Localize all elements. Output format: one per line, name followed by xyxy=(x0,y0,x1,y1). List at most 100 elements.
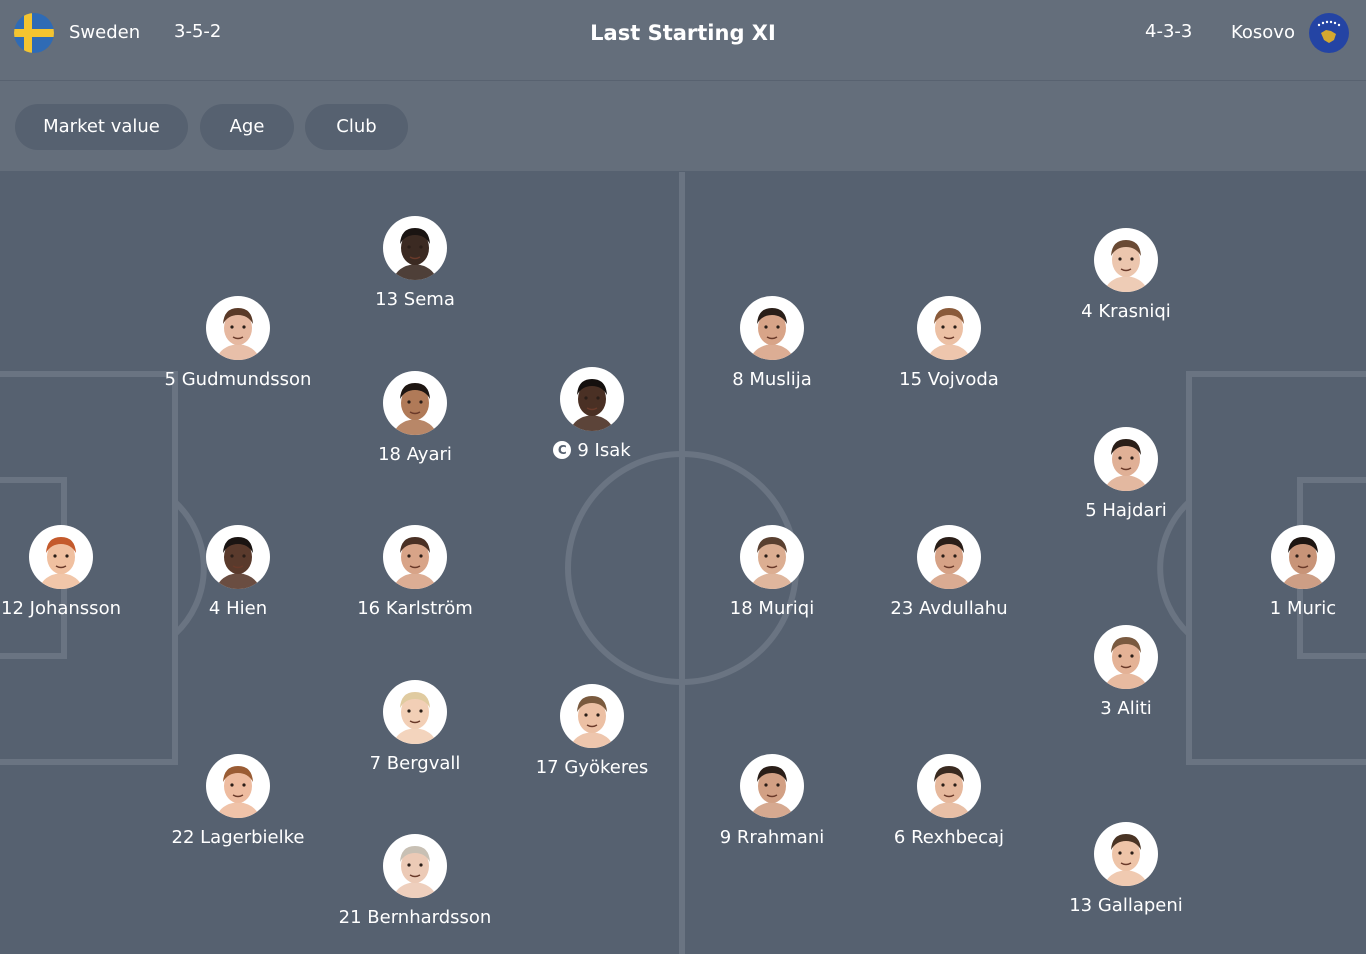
away-player[interactable]: 1 Muric xyxy=(1183,525,1366,621)
away-player[interactable]: 15 Vojvoda xyxy=(829,296,1069,392)
home-player[interactable]: 13 Sema xyxy=(295,216,535,312)
player-number: 16 xyxy=(357,598,381,619)
player-number: 13 xyxy=(1069,895,1093,916)
match-header: Sweden 3-5-2 Last Starting XI 4-3-3 Koso… xyxy=(0,0,1366,81)
player-label: 8 Muslija xyxy=(652,368,892,392)
away-player[interactable]: 6 Rexhbecaj xyxy=(829,754,1069,850)
player-label: 12 Johansson xyxy=(0,597,181,621)
captain-icon: C xyxy=(553,441,572,459)
away-player[interactable]: 3 Aliti xyxy=(1006,625,1246,721)
player-name: Johansson xyxy=(29,598,121,619)
home-player[interactable]: 18 Ayari xyxy=(295,371,535,467)
player-label: 22 Lagerbielke xyxy=(118,826,358,850)
player-number: 12 xyxy=(1,598,24,619)
player-name: Krasniqi xyxy=(1098,301,1171,322)
player-label: 13 Gallapeni xyxy=(1006,894,1246,918)
player-name: Muric xyxy=(1286,598,1337,619)
pitch-lines xyxy=(0,172,1366,954)
away-player[interactable]: 23 Avdullahu xyxy=(829,525,1069,621)
away-player[interactable]: 4 Krasniqi xyxy=(1006,228,1246,324)
away-player[interactable]: 5 Hajdari xyxy=(1006,427,1246,523)
player-name: Bergvall xyxy=(386,753,461,774)
away-player[interactable]: 9 Rrahmani xyxy=(652,754,892,850)
player-photo xyxy=(1094,822,1158,886)
kosovo-flag-icon xyxy=(1309,13,1349,53)
player-label: 23 Avdullahu xyxy=(829,597,1069,621)
away-player[interactable]: 13 Gallapeni xyxy=(1006,822,1246,918)
player-name: Rrahmani xyxy=(736,827,825,848)
player-photo xyxy=(560,367,624,431)
player-label: 3 Aliti xyxy=(1006,697,1246,721)
player-photo xyxy=(740,754,804,818)
player-photo xyxy=(206,754,270,818)
player-name: Muslija xyxy=(749,369,812,390)
player-number: 18 xyxy=(378,444,401,465)
player-label: 4 Hien xyxy=(118,597,358,621)
player-name: Vojvoda xyxy=(927,369,999,390)
player-photo xyxy=(917,525,981,589)
player-number: 1 xyxy=(1269,598,1282,619)
player-label: 6 Rexhbecaj xyxy=(829,826,1069,850)
player-photo xyxy=(206,525,270,589)
player-photo xyxy=(560,684,624,748)
player-label: 13 Sema xyxy=(295,288,535,312)
page-title: Last Starting XI xyxy=(590,21,776,45)
home-player[interactable]: 16 Karlström xyxy=(295,525,535,621)
player-label: 9 Rrahmani xyxy=(652,826,892,850)
player-number: 5 xyxy=(164,369,176,390)
player-photo xyxy=(1094,625,1158,689)
market-value-filter-button[interactable]: Market value xyxy=(15,104,188,150)
home-player[interactable]: 12 Johansson xyxy=(0,525,181,621)
player-name: Ayari xyxy=(406,444,452,465)
player-label: 21 Bernhardsson xyxy=(295,906,535,930)
player-number: 5 xyxy=(1085,500,1097,521)
player-number: 4 xyxy=(1081,301,1093,322)
player-photo xyxy=(740,296,804,360)
player-number: 9 xyxy=(719,827,732,848)
player-number: 3 xyxy=(1100,698,1112,719)
sweden-flag-icon xyxy=(14,13,54,53)
player-photo xyxy=(206,296,270,360)
player-name: Bernhardsson xyxy=(367,907,492,928)
player-name: Avdullahu xyxy=(919,598,1008,619)
player-name: Hajdari xyxy=(1102,500,1167,521)
player-label: 18 Ayari xyxy=(295,443,535,467)
player-photo xyxy=(740,525,804,589)
player-number: 6 xyxy=(893,827,906,848)
home-player[interactable]: 21 Bernhardsson xyxy=(295,834,535,930)
player-label: 17 Gyökeres xyxy=(472,756,712,780)
player-label: 16 Karlström xyxy=(295,597,535,621)
player-name: Gallapeni xyxy=(1097,895,1183,916)
home-player[interactable]: 17 Gyökeres xyxy=(472,684,712,780)
player-number: 13 xyxy=(375,289,399,310)
filter-bar: Market value Age Club xyxy=(0,81,1366,171)
home-player[interactable]: 4 Hien xyxy=(118,525,358,621)
player-photo xyxy=(1094,427,1158,491)
player-photo xyxy=(1271,525,1335,589)
away-player[interactable]: 18 Muriqi xyxy=(652,525,892,621)
player-name: Lagerbielke xyxy=(200,827,305,848)
player-name: Isak xyxy=(594,440,631,461)
player-number: 7 xyxy=(369,753,382,774)
player-name: Gudmundsson xyxy=(181,369,312,390)
player-label: 7 Bergvall xyxy=(295,752,535,776)
player-photo xyxy=(383,371,447,435)
club-filter-button[interactable]: Club xyxy=(305,104,408,150)
age-filter-button[interactable]: Age xyxy=(200,104,294,150)
player-number: 15 xyxy=(899,369,923,390)
player-name: Gyökeres xyxy=(564,757,649,778)
player-number: 4 xyxy=(208,598,221,619)
player-photo xyxy=(383,834,447,898)
player-name: Muriqi xyxy=(758,598,815,619)
player-photo xyxy=(917,296,981,360)
player-photo xyxy=(383,525,447,589)
player-label: 1 Muric xyxy=(1183,597,1366,621)
player-photo xyxy=(29,525,93,589)
home-player[interactable]: 22 Lagerbielke xyxy=(118,754,358,850)
home-player[interactable]: 7 Bergvall xyxy=(295,680,535,776)
player-number: 21 xyxy=(338,907,362,928)
home-player[interactable]: 5 Gudmundsson xyxy=(118,296,358,392)
player-name: Karlström xyxy=(385,598,473,619)
away-player[interactable]: 8 Muslija xyxy=(652,296,892,392)
